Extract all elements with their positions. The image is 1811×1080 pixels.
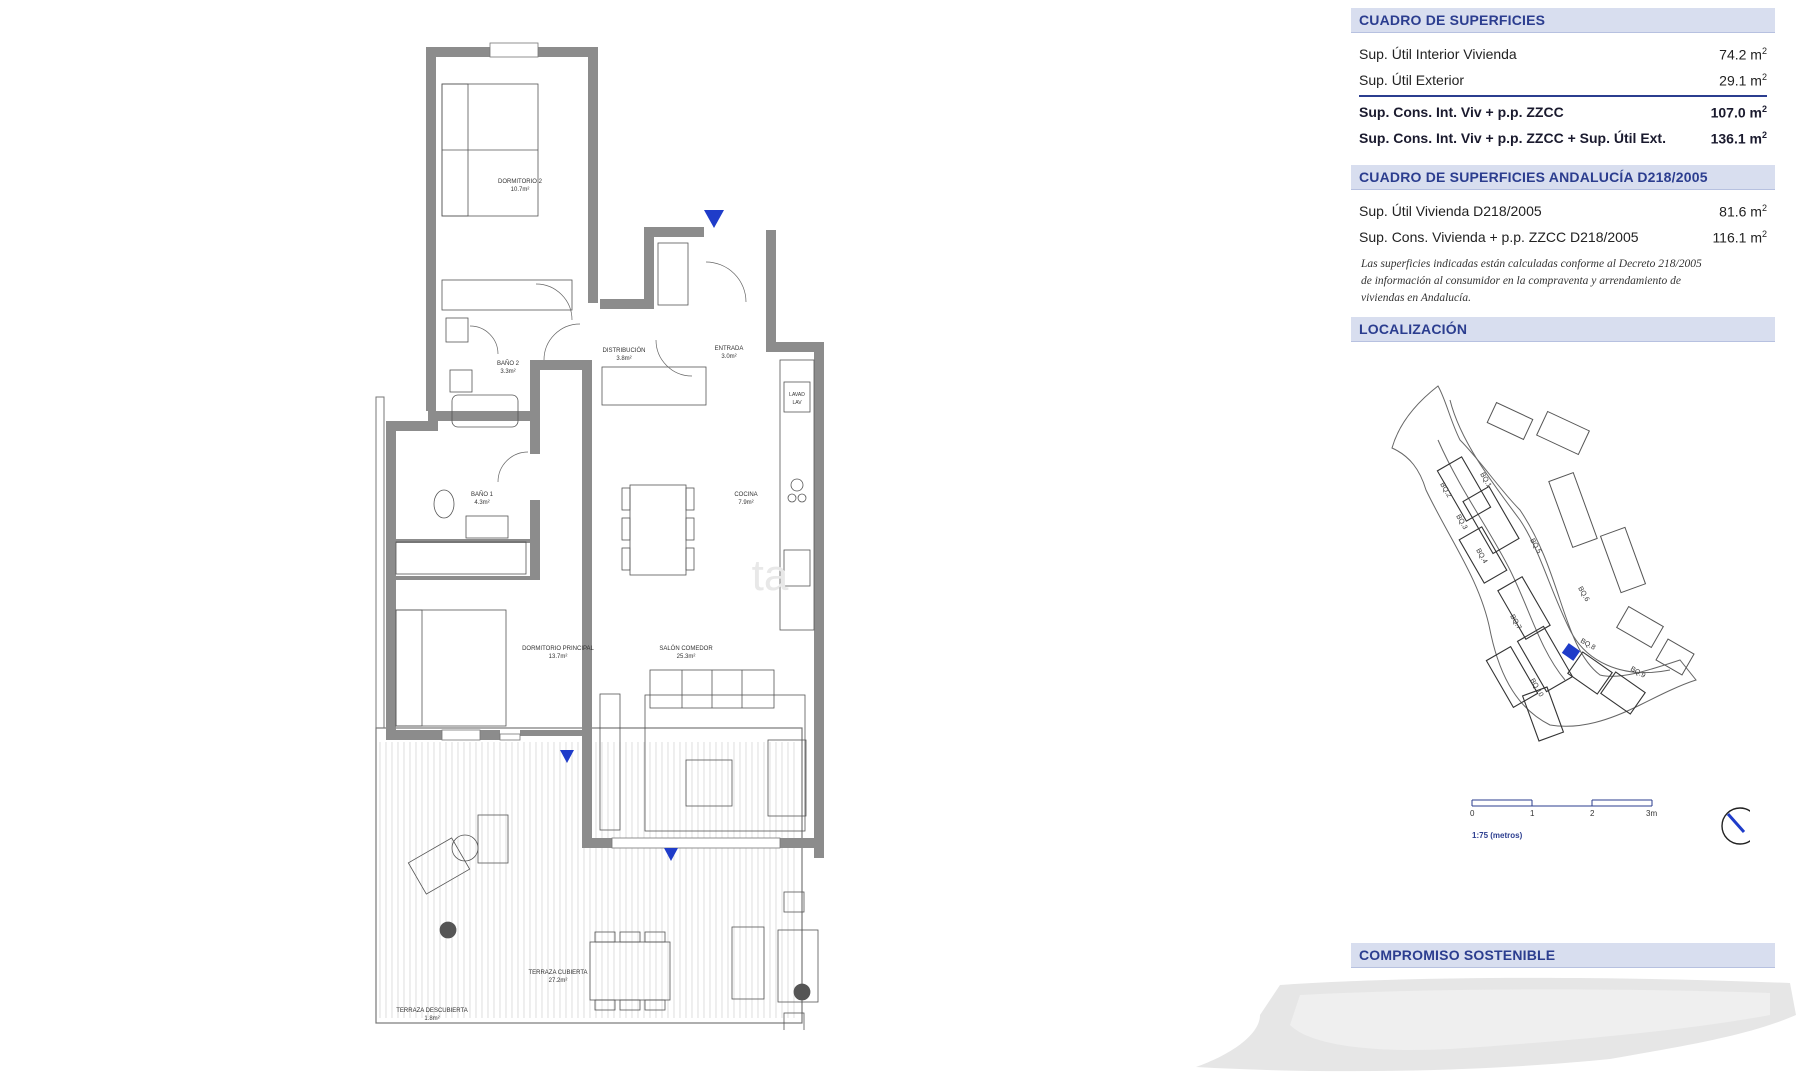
north-compass-icon — [1721, 807, 1750, 845]
block-label: BQ.9 — [1629, 666, 1646, 680]
superficies-row: Sup. Útil Exterior 29.1 m2 — [1351, 67, 1775, 93]
watermark: ta — [752, 551, 789, 600]
windows — [441, 42, 781, 849]
label-entrada: ENTRADA — [715, 346, 744, 352]
area-cocina: 7.9m² — [738, 500, 753, 506]
label-terraza-descubierta: TERRAZA DESCUBIERTA — [396, 1008, 467, 1014]
superficies-row: Sup. Útil Interior Vivienda 74.2 m2 — [1351, 41, 1775, 67]
label-terraza-cubierta: TERRAZA CUBIERTA — [528, 970, 587, 976]
doors — [469, 261, 747, 483]
row-label: Sup. Cons. Int. Viv + p.p. ZZCC — [1359, 104, 1564, 120]
block-label: BQ.3 — [1454, 514, 1468, 531]
area-bano-1: 4.3m² — [474, 500, 489, 506]
scale-tick-label: 3m — [1646, 809, 1657, 818]
road-line — [1437, 439, 1566, 681]
label-salon-comedor: SALÓN COMEDOR — [659, 645, 713, 652]
scale-tick-label: 0 — [1470, 809, 1475, 818]
scale-label: 1:75 (metros) — [1472, 831, 1523, 840]
row-label: Sup. Cons. Vivienda + p.p. ZZCC D218/200… — [1359, 229, 1639, 245]
label-bano-2: BAÑO 2 — [497, 360, 520, 367]
block-label: BQ.4 — [1474, 548, 1488, 565]
row-value: 136.1 m2 — [1710, 129, 1767, 147]
label-distribucion: DISTRIBUCIÓN — [602, 347, 645, 354]
scale-tick-label: 2 — [1590, 809, 1595, 818]
label-cocina: COCINA — [734, 492, 757, 498]
block-labels: BQ.1 BQ.2 BQ.3 BQ.4 BQ.5 BQ.6 BQ.7 BQ.8 … — [1438, 472, 1646, 699]
highlighted-unit — [1561, 643, 1581, 661]
label-lavadora-2: LAV — [792, 400, 802, 406]
scale-bar: 0 1 2 3m 1:75 (metros) — [1470, 799, 1657, 840]
superficies-total-row: Sup. Cons. Int. Viv + p.p. ZZCC 107.0 m2 — [1351, 99, 1775, 125]
scale-tick-label: 1 — [1530, 809, 1535, 818]
superficies-total-row: Sup. Cons. Int. Viv + p.p. ZZCC + Sup. Ú… — [1351, 125, 1775, 151]
block-label: BQ.7 — [1508, 614, 1522, 631]
localizacion-heading: LOCALIZACIÓN — [1351, 317, 1775, 342]
label-dormitorio-2: DORMITORIO 2 — [498, 179, 543, 185]
area-dormitorio-2: 10.7m² — [511, 187, 530, 193]
legal-note-line: Las superficies indicadas están calculad… — [1361, 258, 1702, 270]
legal-note: Las superficies indicadas están calculad… — [1351, 250, 1775, 307]
block-label: BQ.5 — [1528, 538, 1542, 555]
row-label: Sup. Útil Exterior — [1359, 72, 1465, 88]
terrace-left-edge — [375, 396, 385, 729]
block-label: BQ.6 — [1576, 586, 1590, 603]
legal-note-line: de información al consumidor en la compr… — [1361, 275, 1681, 287]
area-dormitorio-principal: 13.7m² — [549, 654, 568, 660]
row-value: 116.1 m2 — [1712, 228, 1767, 246]
row-value: 81.6 m2 — [1719, 202, 1767, 220]
area-terraza-descubierta: 1.8m² — [424, 1016, 439, 1022]
superficies-heading: CUADRO DE SUPERFICIES — [1351, 8, 1775, 33]
redacted-area — [1196, 977, 1796, 1072]
row-label: Sup. Cons. Int. Viv + p.p. ZZCC + Sup. Ú… — [1359, 130, 1666, 146]
andalucia-row: Sup. Útil Vivienda D218/2005 81.6 m2 — [1351, 198, 1775, 224]
legal-note-line: viviendas en Andalucía. — [1361, 292, 1471, 304]
blocks — [1436, 456, 1646, 742]
area-entrada: 3.0m² — [721, 354, 736, 360]
room-labels: DORMITORIO 2 10.7m² DISTRIBUCIÓN 3.8m² E… — [396, 179, 805, 1022]
block-label: BQ.2 — [1438, 482, 1452, 499]
location-map: BQ.1 BQ.2 BQ.3 BQ.4 BQ.5 BQ.6 BQ.7 BQ.8 … — [1391, 385, 1750, 845]
area-bano-2: 3.3m² — [500, 369, 515, 375]
compromiso-heading: COMPROMISO SOSTENIBLE — [1351, 943, 1775, 968]
andalucia-heading: CUADRO DE SUPERFICIES ANDALUCÍA D218/200… — [1351, 165, 1775, 190]
row-value: 29.1 m2 — [1719, 71, 1767, 89]
area-terraza-cubierta: 27.2m² — [549, 978, 568, 984]
area-distribucion: 3.8m² — [616, 356, 631, 362]
total-divider — [1359, 95, 1767, 97]
block-label: BQ.10 — [1528, 678, 1544, 699]
road-line — [1449, 399, 1671, 674]
row-value: 107.0 m2 — [1710, 103, 1767, 121]
andalucia-row: Sup. Cons. Vivienda + p.p. ZZCC D218/200… — [1351, 224, 1775, 250]
row-label: Sup. Útil Vivienda D218/2005 — [1359, 203, 1542, 219]
outer-buildings — [1486, 401, 1695, 676]
block-label: BQ.1 — [1478, 472, 1492, 489]
view-markers — [560, 210, 724, 861]
label-bano-1: BAÑO 1 — [471, 491, 494, 498]
label-dormitorio-principal: DORMITORIO PRINCIPAL — [522, 646, 594, 652]
floor-plan: DORMITORIO 2 10.7m² DISTRIBUCIÓN 3.8m² E… — [375, 42, 824, 1030]
terrace-decking — [379, 742, 795, 1018]
block-label: BQ.8 — [1579, 638, 1596, 652]
row-value: 74.2 m2 — [1719, 45, 1767, 63]
label-lavadora-1: LAVAD — [789, 392, 805, 398]
info-panel: CUADRO DE SUPERFICIES Sup. Útil Interior… — [1351, 8, 1775, 342]
area-salon-comedor: 25.3m² — [677, 654, 696, 660]
furniture — [395, 83, 819, 1030]
site-outline — [1391, 385, 1697, 727]
compromiso-section: COMPROMISO SOSTENIBLE — [1351, 943, 1775, 968]
row-label: Sup. Útil Interior Vivienda — [1359, 46, 1517, 62]
